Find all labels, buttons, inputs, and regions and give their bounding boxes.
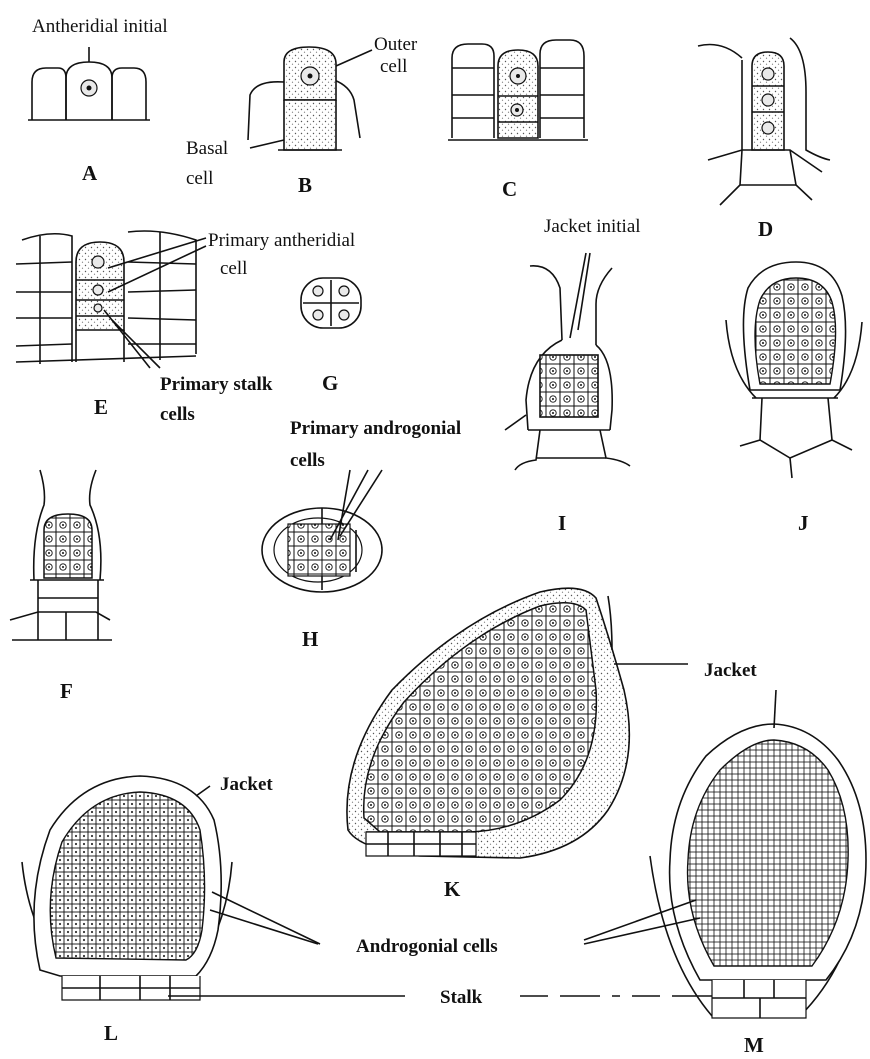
label-jacket-l: Jacket <box>220 774 273 795</box>
label-primary-antheridial-2: cell <box>220 258 247 279</box>
letter-d: D <box>758 217 773 241</box>
label-primary-androgonial-1: Primary androgonial <box>290 418 461 439</box>
stage-h <box>262 470 382 592</box>
label-outer-cell-1: Outer <box>374 34 418 55</box>
label-primary-antheridial-1: Primary antheridial <box>208 230 355 251</box>
letter-f: F <box>60 679 73 703</box>
letter-m: M <box>744 1033 764 1057</box>
letter-i: I <box>558 511 566 535</box>
letter-g: G <box>322 371 338 395</box>
stage-f <box>10 470 112 640</box>
stage-g <box>301 278 361 328</box>
letter-j: J <box>798 511 809 535</box>
label-jacket-k: Jacket <box>704 660 757 681</box>
stage-a <box>28 47 150 120</box>
label-basal-cell-1: Basal <box>186 138 228 159</box>
label-androgonial-cells: Androgonial cells <box>356 936 498 957</box>
label-basal-cell-2: cell <box>186 168 213 189</box>
label-primary-stalk-1: Primary stalk <box>160 374 273 395</box>
stage-k <box>347 588 688 858</box>
stage-j <box>726 262 862 478</box>
letter-c: C <box>502 177 517 201</box>
label-outer-cell-2: cell <box>380 56 407 77</box>
label-jacket-initial: Jacket initial <box>544 216 641 237</box>
letter-k: K <box>444 877 461 901</box>
letter-l: L <box>104 1021 118 1045</box>
stage-e <box>16 231 206 368</box>
stage-b <box>248 47 372 150</box>
letter-e: E <box>94 395 108 419</box>
stage-i <box>505 253 630 470</box>
stage-c <box>448 40 588 140</box>
stage-d <box>698 38 830 205</box>
letter-b: B <box>298 173 312 197</box>
label-primary-stalk-2: cells <box>160 404 195 425</box>
letter-h: H <box>302 627 318 651</box>
label-stalk: Stalk <box>440 987 483 1008</box>
letter-a: A <box>82 161 98 185</box>
label-antheridial-initial: Antheridial initial <box>32 16 168 37</box>
label-primary-androgonial-2: cells <box>290 450 325 471</box>
